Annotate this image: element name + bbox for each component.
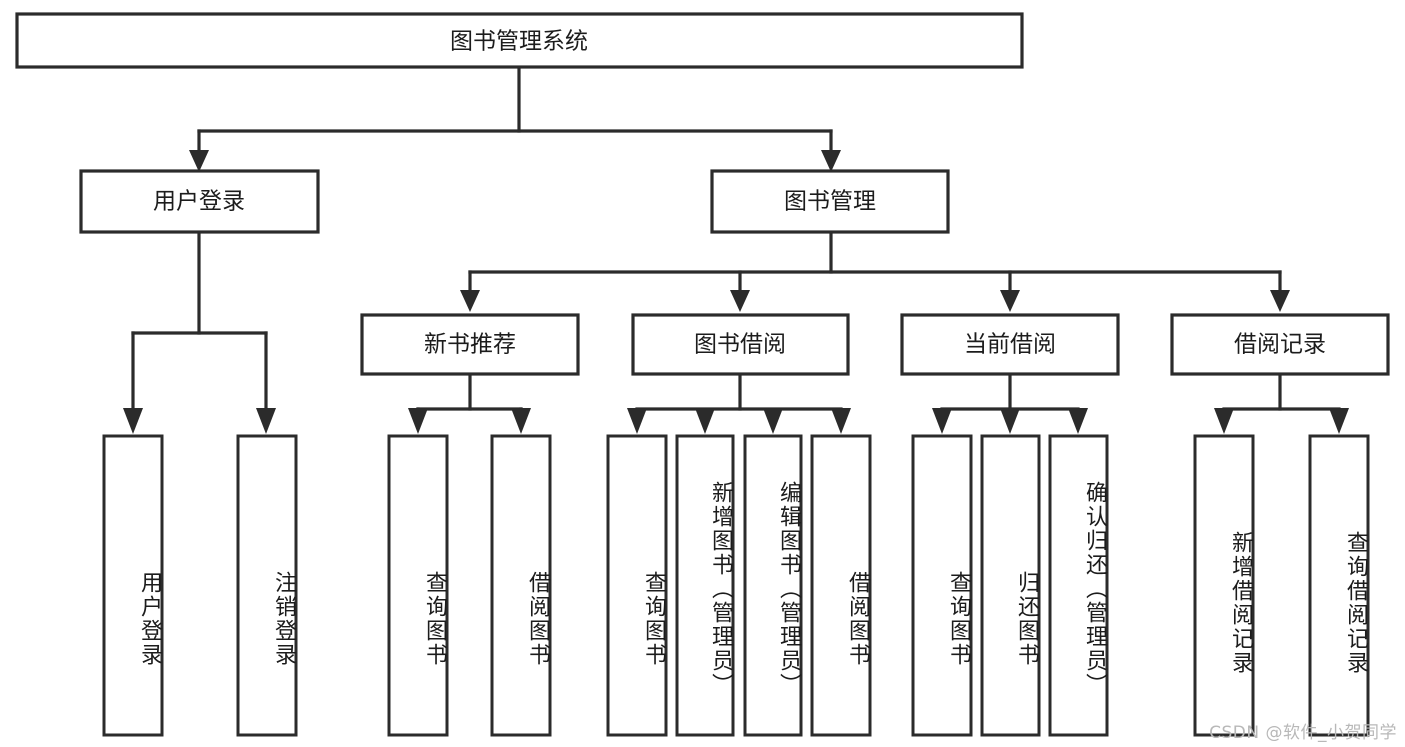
arrow-head-nbr-leaf-1 <box>408 408 428 434</box>
arrow-head-borrow-record <box>1270 290 1290 312</box>
arrow-head-nbr-leaf-2 <box>511 408 531 434</box>
node-user-login-label: 用户登录 <box>153 189 245 215</box>
node-borrow-record-label: 借阅记录 <box>1234 332 1326 358</box>
node-book-manage[interactable] <box>710 169 950 234</box>
connector-group-borrow-record <box>1214 372 1349 434</box>
node-current-borrow-label: 当前借阅 <box>964 332 1056 358</box>
arrow-head-new-book-recommend <box>460 290 480 312</box>
node-user-login[interactable] <box>79 169 320 234</box>
csdn-watermark: CSDN @软件_小贺同学 <box>1209 723 1397 743</box>
node-book-borrow-label: 图书借阅 <box>694 332 786 358</box>
node-new-book-recommend-label: 新书推荐 <box>424 332 516 358</box>
node-borrow-record[interactable] <box>1170 313 1390 376</box>
connector-group-current-borrow <box>932 372 1088 434</box>
connector-group-book-manage <box>460 231 1290 312</box>
node-book-manage-label: 图书管理 <box>784 189 876 215</box>
arrow-head-bb-leaf-3 <box>763 408 783 434</box>
node-root-label: 图书管理系统 <box>450 29 588 55</box>
arrow-head-br-leaf-1 <box>1214 408 1234 434</box>
node-new-book-recommend[interactable] <box>360 313 580 376</box>
arrow-head-br-leaf-2 <box>1329 408 1349 434</box>
arrow-head-leaf-user-login <box>123 408 143 434</box>
leaf-box-bb-1[interactable] <box>606 434 668 737</box>
connector-group-book-borrow <box>627 372 851 434</box>
arrow-head-cb-leaf-1 <box>932 408 952 434</box>
connector-group-user-login <box>123 231 276 434</box>
arrow-head-cb-leaf-3 <box>1068 408 1088 434</box>
leaf-box-nbr-2[interactable] <box>490 434 552 737</box>
leaf-box-bb-4[interactable] <box>810 434 872 737</box>
arrow-head-bb-leaf-2 <box>695 408 715 434</box>
leaf-box-nbr-1[interactable] <box>387 434 449 737</box>
leaf-box-user-login-1[interactable] <box>102 434 164 737</box>
leaf-box-user-login-2[interactable] <box>236 434 298 737</box>
leaf-box-br-2[interactable] <box>1308 434 1370 737</box>
arrow-head-current-borrow <box>1000 290 1020 312</box>
node-current-borrow[interactable] <box>900 313 1120 376</box>
connector-group-new-book-recommend <box>408 372 531 434</box>
leaf-box-cb-2[interactable] <box>980 434 1041 737</box>
connector-group-root <box>189 66 841 172</box>
leaf-box-bb-2[interactable] <box>675 434 735 737</box>
leaf-box-bb-3[interactable] <box>743 434 803 737</box>
arrow-head-book-borrow <box>730 290 750 312</box>
leaf-box-cb-1[interactable] <box>911 434 973 737</box>
arrow-head-bb-leaf-1 <box>627 408 647 434</box>
node-book-borrow[interactable] <box>631 313 850 376</box>
arrow-head-user-login <box>189 150 209 172</box>
node-root[interactable] <box>15 12 1024 69</box>
arrow-head-book-manage <box>821 150 841 172</box>
arrow-head-cb-leaf-2 <box>1000 408 1020 434</box>
arrow-head-leaf-logout <box>256 408 276 434</box>
leaf-box-cb-3[interactable] <box>1048 434 1109 737</box>
arrow-head-bb-leaf-4 <box>831 408 851 434</box>
leaf-box-br-1[interactable] <box>1193 434 1255 737</box>
